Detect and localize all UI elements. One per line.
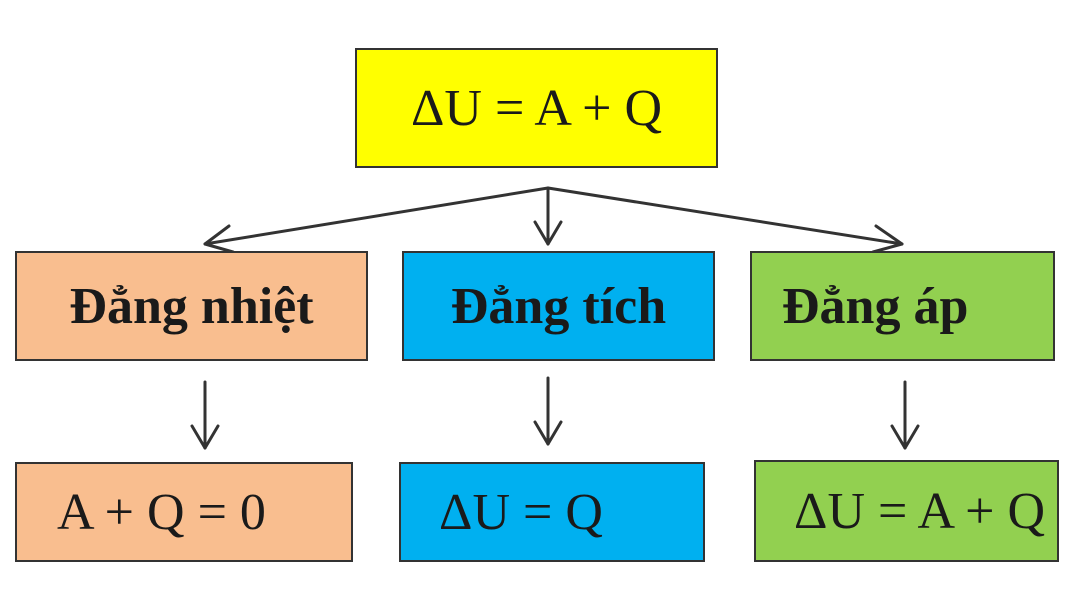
node-isochoric: Đẳng tích: [402, 251, 715, 361]
node-isobaric-label: Đẳng áp: [782, 277, 969, 335]
root-node-label: ΔU = A + Q: [410, 79, 662, 137]
arrowhead-isochoric: [533, 220, 563, 246]
arrowhead-isothermal-result: [190, 424, 220, 450]
result-isobaric: ΔU = A + Q: [754, 460, 1059, 562]
node-isochoric-label: Đẳng tích: [450, 277, 667, 335]
node-isobaric: Đẳng áp: [750, 251, 1055, 361]
result-isobaric-formula: ΔU = A + Q: [794, 482, 1046, 540]
result-isochoric-formula: ΔU = Q: [439, 483, 603, 541]
arrowhead-isothermal: [203, 224, 235, 254]
arrowhead-isochoric-result: [533, 420, 563, 446]
result-isothermal: A + Q = 0: [15, 462, 353, 562]
edge-root-to-isothermal: [203, 186, 550, 246]
node-isothermal: Đẳng nhiệt: [15, 251, 368, 361]
result-isothermal-formula: A + Q = 0: [57, 483, 266, 541]
arrowhead-isobaric-result: [890, 424, 920, 450]
result-isochoric: ΔU = Q: [399, 462, 705, 562]
node-isothermal-label: Đẳng nhiệt: [69, 277, 314, 335]
root-node: ΔU = A + Q: [355, 48, 718, 168]
arrowhead-isobaric: [871, 224, 904, 254]
edge-root-to-isobaric: [546, 186, 904, 246]
